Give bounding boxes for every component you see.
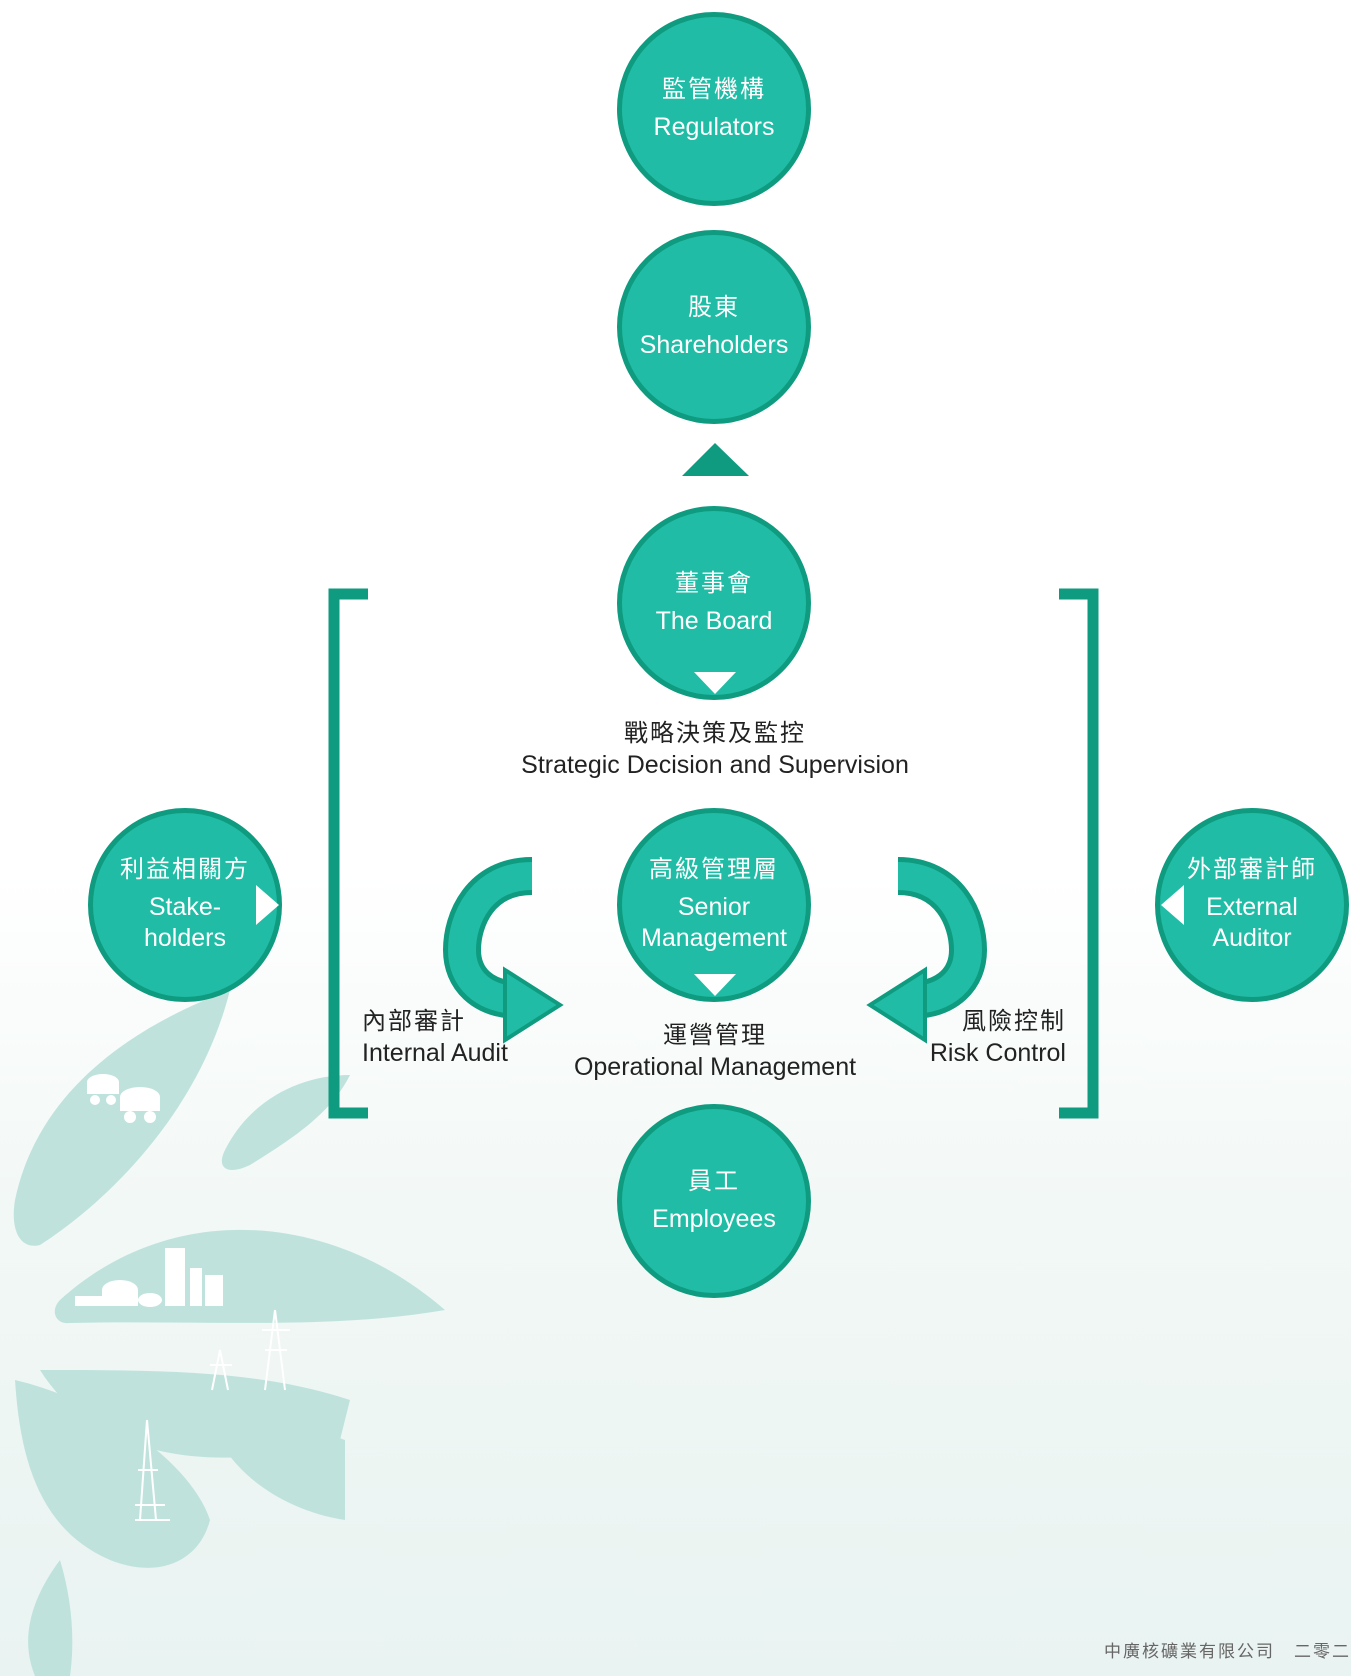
node-regulators: 監管機構 Regulators <box>617 12 811 206</box>
node-auditor-zh: 外部審計師 <box>1187 855 1317 884</box>
right-bracket <box>1059 588 1099 1119</box>
node-shareholders-zh: 股東 <box>688 292 740 321</box>
node-regulators-en: Regulators <box>653 112 775 141</box>
label-internal-audit-en: Internal Audit <box>362 1039 508 1068</box>
leaf-decoration <box>13 990 445 1676</box>
node-auditor-en-1: External <box>1206 893 1298 922</box>
left-bracket <box>328 588 368 1119</box>
up-triangle-icon <box>682 443 749 476</box>
node-stakeholders: 利益相關方 Stake- holders <box>88 808 282 1002</box>
leaf-icon <box>13 990 230 1246</box>
curved-arrow-icon <box>442 857 564 1044</box>
leaf-icon <box>215 1423 345 1520</box>
node-senior-management: 高級管理層 Senior Management <box>617 808 811 1002</box>
leaf-icon <box>54 1229 445 1324</box>
node-shareholders: 股東 Shareholders <box>617 230 811 424</box>
node-board-en: The Board <box>655 606 773 635</box>
node-board-zh: 董事會 <box>675 568 753 597</box>
label-strategic: 戰略決策及監控 Strategic Decision and Supervisi… <box>515 718 915 782</box>
node-senior-en-1: Senior <box>677 893 751 922</box>
label-operational: 運營管理 Operational Management <box>545 1020 885 1084</box>
node-auditor-en-2: Auditor <box>1212 924 1292 953</box>
node-employees: 員工 Employees <box>617 1104 811 1298</box>
node-stakeholders-en-1: Stake- <box>148 893 222 922</box>
label-risk-control-zh: 風險控制 <box>962 1007 1066 1035</box>
label-risk-control-en: Risk Control <box>929 1039 1066 1068</box>
leaf-icon <box>28 1560 73 1676</box>
node-stakeholders-en-2: holders <box>144 924 226 953</box>
label-strategic-zh: 戰略決策及監控 <box>624 719 806 747</box>
drilling-rig-icon <box>135 1419 170 1521</box>
node-senior-en-2: Management <box>641 924 787 953</box>
leaf-icon <box>221 1075 350 1170</box>
label-internal-audit-zh: 內部審計 <box>362 1007 466 1035</box>
node-regulators-zh: 監管機構 <box>662 74 766 103</box>
curved-arrow-icon <box>866 857 988 1044</box>
power-tower-icon <box>210 1309 290 1391</box>
mining-cart-icon <box>87 1074 160 1123</box>
label-strategic-en: Strategic Decision and Supervision <box>521 751 909 780</box>
label-operational-zh: 運營管理 <box>663 1021 767 1049</box>
node-employees-zh: 員工 <box>688 1166 740 1195</box>
node-shareholders-en: Shareholders <box>639 330 789 359</box>
footer-company: 中廣核礦業有限公司 二零二 <box>1104 1642 1351 1662</box>
industrial-icons <box>75 1074 290 1521</box>
node-employees-en: Employees <box>652 1204 776 1233</box>
node-stakeholders-zh: 利益相關方 <box>120 855 250 884</box>
label-internal-audit: 內部審計 Internal Audit <box>362 1006 508 1070</box>
label-risk-control: 風險控制 Risk Control <box>880 1006 1066 1070</box>
factory-icon <box>75 1248 223 1307</box>
node-board: 董事會 The Board <box>617 506 811 700</box>
label-operational-en: Operational Management <box>573 1053 857 1082</box>
node-external-auditor: 外部審計師 External Auditor <box>1155 808 1349 1002</box>
node-senior-zh: 高級管理層 <box>649 855 779 884</box>
